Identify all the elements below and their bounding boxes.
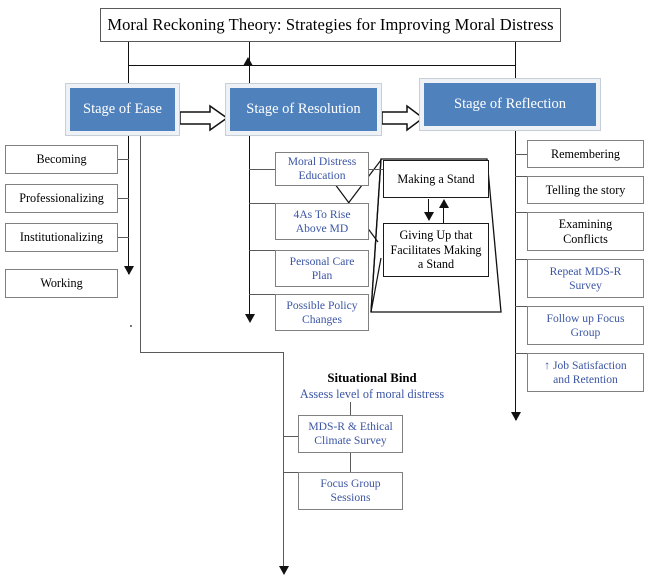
situational-bind-item-1-line2: Sessions <box>330 491 371 504</box>
bottom-left-elbow-horizontal <box>140 352 284 354</box>
outcome-down-arrowhead <box>424 212 434 221</box>
resolution-item-1-line1: 4As To Rise <box>293 207 351 221</box>
ease-connector-becoming <box>118 159 129 161</box>
stage-of-ease-box[interactable]: Stage of Ease <box>70 88 175 131</box>
reflection-item-5-line1: ↑ Job Satisfaction <box>544 358 627 372</box>
reflection-item-follow-up-focus-group[interactable]: Follow up Focus Group <box>527 306 644 345</box>
resolution-item-3-line2: Changes <box>302 312 342 326</box>
reflection-connector-5 <box>515 353 528 355</box>
resolution-item-personal-care-plan[interactable]: Personal Care Plan <box>275 250 369 287</box>
ease-item-becoming[interactable]: Becoming <box>5 145 118 174</box>
reflection-item-job-satisfaction-retention[interactable]: ↑ Job Satisfaction and Retention <box>527 353 644 392</box>
reflection-item-1-label: Telling the story <box>545 182 626 197</box>
reflection-item-2-line2: Conflicts <box>563 231 608 246</box>
reflection-spine <box>515 126 517 420</box>
bottom-main-arrowhead <box>279 566 289 575</box>
ease-spine <box>128 131 130 274</box>
reflection-connector-2 <box>515 212 528 214</box>
diagram-title-box: Moral Reckoning Theory: Strategies for I… <box>100 8 561 42</box>
resolution-item-1-line2: Above MD <box>295 221 349 235</box>
ease-item-institutionalizing[interactable]: Institutionalizing <box>5 223 118 252</box>
situational-bind-inner-drop <box>350 453 352 473</box>
reflection-spine-arrowhead <box>511 412 521 421</box>
reflection-connector-3 <box>515 259 528 261</box>
reflection-item-0-label: Remembering <box>550 146 621 161</box>
reflection-item-telling-the-story[interactable]: Telling the story <box>527 176 644 204</box>
outcome-up-arrow-shaft <box>443 208 445 223</box>
title-drop-left <box>128 42 130 86</box>
making-a-stand-connector <box>369 169 384 171</box>
outcome-1-line2: Facilitates Making <box>390 242 482 257</box>
resolution-item-0-line2: Education <box>298 169 346 182</box>
situational-bind-connector-0 <box>283 436 299 438</box>
stage-of-ease-label: Stage of Ease <box>83 100 162 117</box>
resolution-spine-arrowhead <box>245 314 255 323</box>
reflection-item-4-line1: Follow up Focus <box>546 311 625 325</box>
resolution-item-0-line1: Moral Distress <box>287 155 357 169</box>
situational-bind-item-0-line1: MDS-R & Ethical <box>308 420 393 434</box>
diagram-title: Moral Reckoning Theory: Strategies for I… <box>107 15 554 35</box>
ease-spine-arrowhead <box>124 266 134 275</box>
stage-of-reflection-box[interactable]: Stage of Reflection <box>424 83 596 126</box>
reflection-item-2-line1: Examining <box>558 217 613 232</box>
stage-of-resolution-label: Stage of Resolution <box>246 100 361 117</box>
reflection-connector-4 <box>515 306 528 308</box>
title-bus-arrowhead <box>243 57 253 66</box>
ease-item-becoming-label: Becoming <box>36 152 87 167</box>
situational-bind-item-1-line1: Focus Group <box>320 477 381 491</box>
resolution-item-3-line1: Possible Policy <box>286 298 358 312</box>
ease-item-working[interactable]: Working <box>5 269 118 298</box>
reflection-item-examining-conflicts[interactable]: Examining Conflicts <box>527 212 644 251</box>
reflection-connector-1 <box>515 176 528 178</box>
reflection-item-4-line2: Group <box>570 325 601 339</box>
outcome-up-arrowhead <box>439 199 449 208</box>
ease-outer-spine <box>140 131 142 353</box>
outcome-making-a-stand[interactable]: Making a Stand <box>383 160 489 198</box>
situational-bind-drop <box>350 402 352 416</box>
situational-bind-subheading: Assess level of moral distress <box>299 387 445 401</box>
ease-item-professionalizing[interactable]: Professionalizing <box>5 184 118 213</box>
reflection-item-repeat-mdsr-survey[interactable]: Repeat MDS-R Survey <box>527 259 644 298</box>
ease-item-working-label: Working <box>40 276 83 291</box>
situational-bind-connector-1 <box>283 472 299 474</box>
ease-connector-professionalizing <box>118 198 129 200</box>
ease-to-resolution-arrow <box>179 104 229 132</box>
resolution-to-reflection-arrow <box>381 104 425 132</box>
outcome-0-line1: Making a Stand <box>397 171 475 186</box>
reflection-item-remembering[interactable]: Remembering <box>527 140 644 168</box>
situational-bind-item-0-line2: Climate Survey <box>314 434 387 447</box>
situational-bind-heading: Situational Bind <box>327 371 417 385</box>
bottom-main-spine <box>283 352 285 571</box>
title-bus-line <box>128 65 516 67</box>
resolution-item-2-line1: Personal Care <box>289 254 355 268</box>
ease-item-professionalizing-label: Professionalizing <box>19 191 104 206</box>
situational-bind-item-focus-group-sessions[interactable]: Focus Group Sessions <box>298 472 403 510</box>
title-drop-right <box>515 42 517 86</box>
ease-connector-institutionalizing <box>118 237 129 239</box>
resolution-item-moral-distress-education[interactable]: Moral Distress Education <box>275 152 369 186</box>
outcome-1-line3: a Stand <box>417 257 455 272</box>
stray-dot <box>130 325 132 327</box>
reflection-item-5-line2: and Retention <box>553 372 618 386</box>
ease-item-institutionalizing-label: Institutionalizing <box>19 230 104 245</box>
outcome-1-line1: Giving Up that <box>399 228 473 243</box>
resolution-item-possible-policy-changes[interactable]: Possible Policy Changes <box>275 294 369 331</box>
stage-of-resolution-box[interactable]: Stage of Resolution <box>230 88 377 131</box>
resolution-connector-0 <box>249 169 276 171</box>
reflection-item-3-line2: Survey <box>569 278 602 292</box>
situational-bind-item-mdsr-ethical-climate-survey[interactable]: MDS-R & Ethical Climate Survey <box>298 415 403 453</box>
resolution-item-4as-to-rise-above-md[interactable]: 4As To Rise Above MD <box>275 203 369 240</box>
outcome-giving-up-facilitates-making-a-stand[interactable]: Giving Up that Facilitates Making a Stan… <box>383 223 489 277</box>
reflection-connector-0 <box>515 154 528 156</box>
resolution-item-2-line2: Plan <box>311 268 333 282</box>
stage-of-reflection-label: Stage of Reflection <box>454 95 566 112</box>
reflection-item-3-line1: Repeat MDS-R <box>549 264 622 278</box>
resolution-spine <box>249 131 251 321</box>
outcome-down-arrow-shaft <box>428 199 430 214</box>
